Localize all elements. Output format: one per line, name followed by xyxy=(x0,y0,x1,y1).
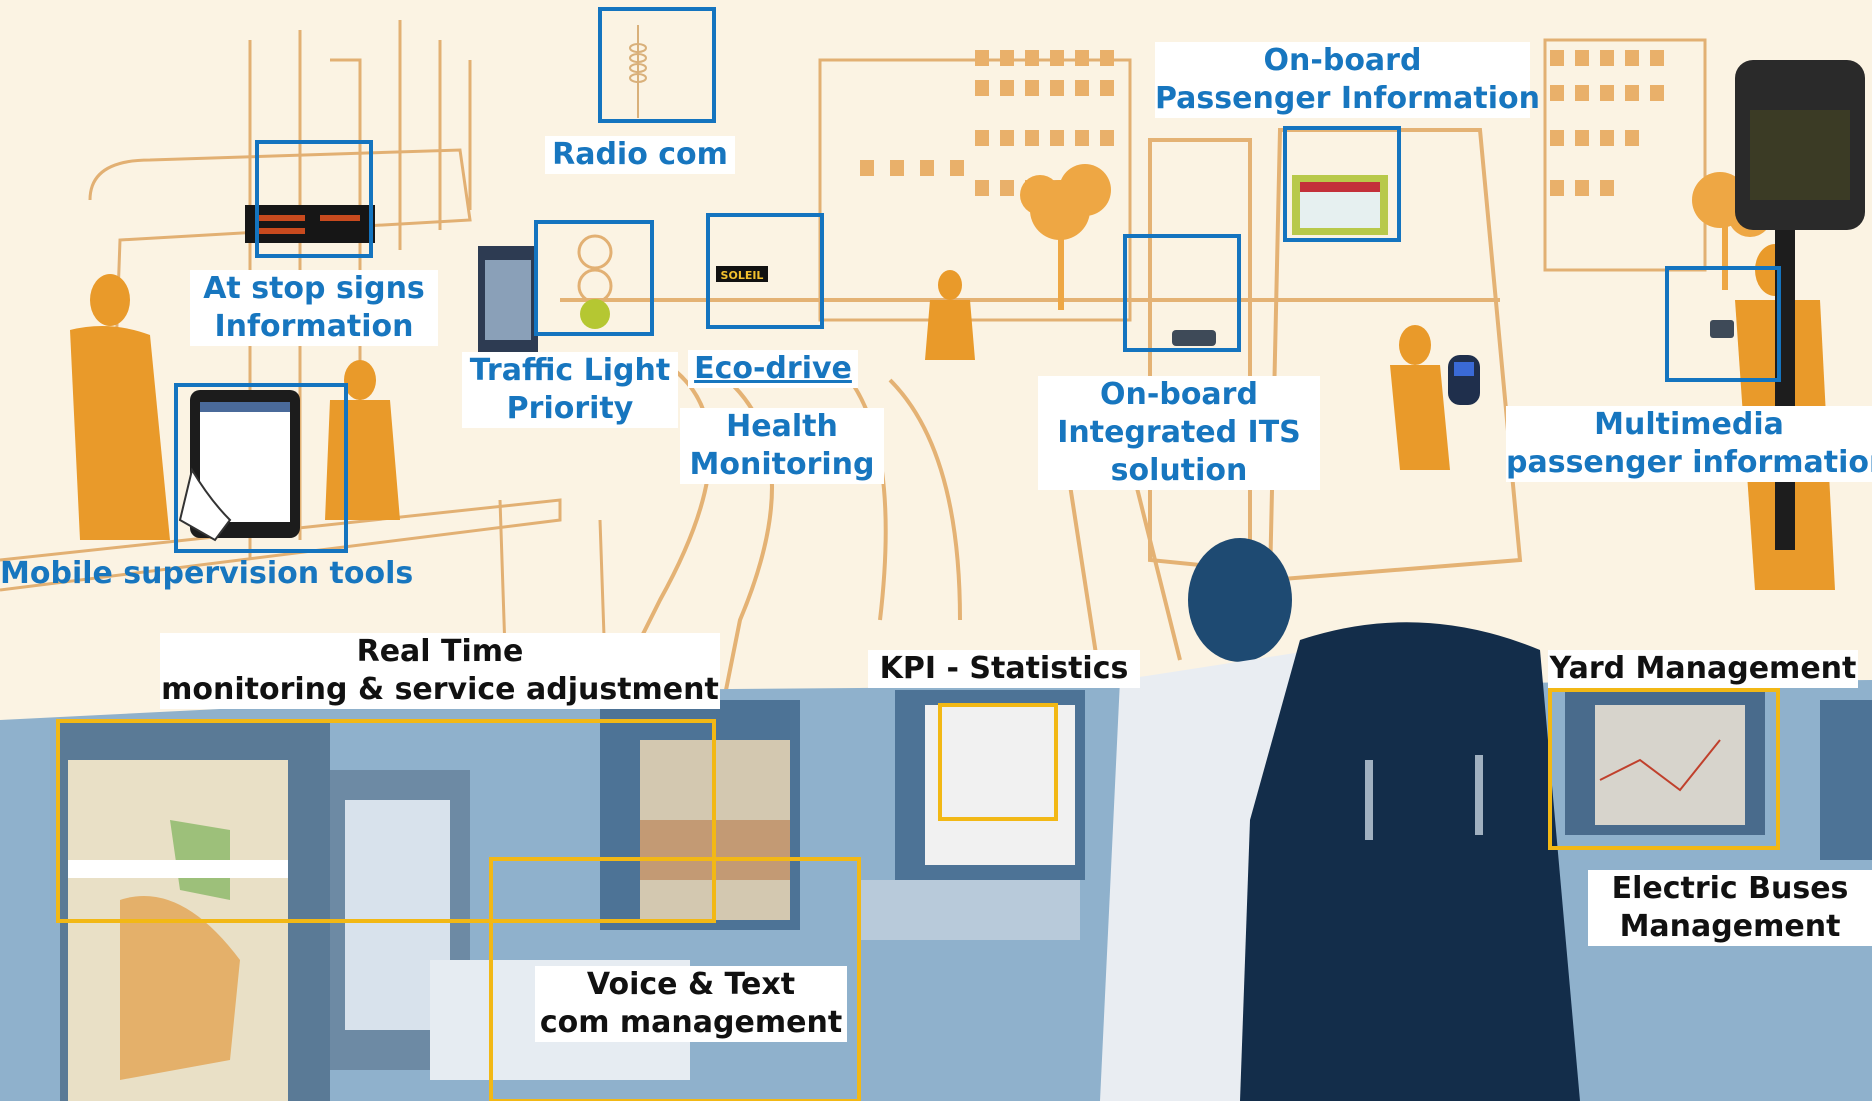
box-multimedia xyxy=(1665,266,1781,382)
handheld-phone xyxy=(1710,320,1734,338)
stop-sign-screen xyxy=(245,205,375,243)
onboard-pi-screen xyxy=(1292,175,1388,235)
label-yard: Yard Management xyxy=(1548,650,1858,688)
voice-line2: com management xyxy=(539,1005,843,1040)
tablet-device xyxy=(178,390,300,542)
label-traffic-light: Traffic Light Priority xyxy=(462,352,678,428)
health-line2: Monitoring xyxy=(689,447,875,482)
box-radio-com xyxy=(598,7,716,123)
kpi-text: KPI - Statistics xyxy=(879,651,1129,686)
traffic-light-line2: Priority xyxy=(506,391,634,426)
box-realtime xyxy=(56,719,716,923)
health-line1: Health xyxy=(726,409,838,444)
box-onboard-its xyxy=(1123,234,1241,352)
soleil-sign: SOLEIL xyxy=(721,269,764,282)
box-kpi xyxy=(938,703,1058,821)
control-room xyxy=(0,538,1872,1101)
onboard-pi-line2: Passenger Information xyxy=(1155,81,1540,116)
kiosk xyxy=(478,246,538,354)
label-onboard-pi: On-board Passenger Information xyxy=(1155,42,1540,118)
stop-signs-line2: Information xyxy=(214,309,414,344)
traffic-light-line1: Traffic Light xyxy=(469,353,671,388)
box-eco-drive xyxy=(706,213,824,329)
traffic-light xyxy=(577,234,613,329)
onboard-its-device xyxy=(1172,330,1216,346)
box-stop-signs xyxy=(255,140,373,258)
label-radio-com: Radio com xyxy=(545,136,735,174)
orange-trees xyxy=(1020,164,1772,310)
multimedia-line1: Multimedia xyxy=(1594,407,1784,442)
realtime-line1: Real Time xyxy=(356,634,524,669)
box-onboard-pi xyxy=(1283,126,1401,242)
validator-device xyxy=(1448,355,1480,405)
multimedia-line2: passenger information xyxy=(1506,445,1872,480)
onboard-its-line3: solution xyxy=(1110,453,1248,488)
label-kpi: KPI - Statistics xyxy=(868,650,1140,688)
label-electric: Electric Buses Management xyxy=(1588,870,1872,946)
onboard-its-line2: Integrated ITS xyxy=(1057,415,1301,450)
label-multimedia: Multimedia passenger information xyxy=(1506,406,1872,482)
label-voice-text: Voice & Text com management xyxy=(535,966,847,1042)
label-mobile-tools: Mobile supervision tools xyxy=(0,555,414,593)
mobile-tools-text: Mobile supervision tools xyxy=(0,556,414,591)
realtime-line2: monitoring & service adjustment xyxy=(161,672,719,707)
electric-line1: Electric Buses xyxy=(1611,871,1849,906)
onboard-pi-line1: On-board xyxy=(1263,43,1422,78)
label-realtime: Real Time monitoring & service adjustmen… xyxy=(160,633,720,709)
right-buildings xyxy=(818,38,1707,322)
box-traffic-light xyxy=(534,220,654,336)
onboard-its-line1: On-board xyxy=(1100,377,1258,412)
box-yard xyxy=(1548,688,1780,850)
eco-drive-text: Eco-drive xyxy=(694,351,852,386)
stop-signs-line1: At stop signs xyxy=(203,271,425,306)
label-health: Health Monitoring xyxy=(680,408,884,484)
blue-boxes xyxy=(174,7,1781,553)
radio-mast xyxy=(629,25,647,118)
label-onboard-its: On-board Integrated ITS solution xyxy=(1038,376,1320,490)
box-mobile-tools xyxy=(174,383,348,553)
eco-drive-device: SOLEIL xyxy=(716,266,768,282)
voice-line1: Voice & Text xyxy=(586,967,796,1002)
yellow-boxes xyxy=(56,688,1780,1101)
yard-text: Yard Management xyxy=(1549,651,1857,686)
electric-line2: Management xyxy=(1619,909,1841,944)
label-stop-signs: At stop signs Information xyxy=(190,270,438,346)
label-eco-drive: Eco-drive xyxy=(688,350,858,388)
box-voice-text xyxy=(489,857,861,1101)
radio-com-text: Radio com xyxy=(552,137,728,172)
